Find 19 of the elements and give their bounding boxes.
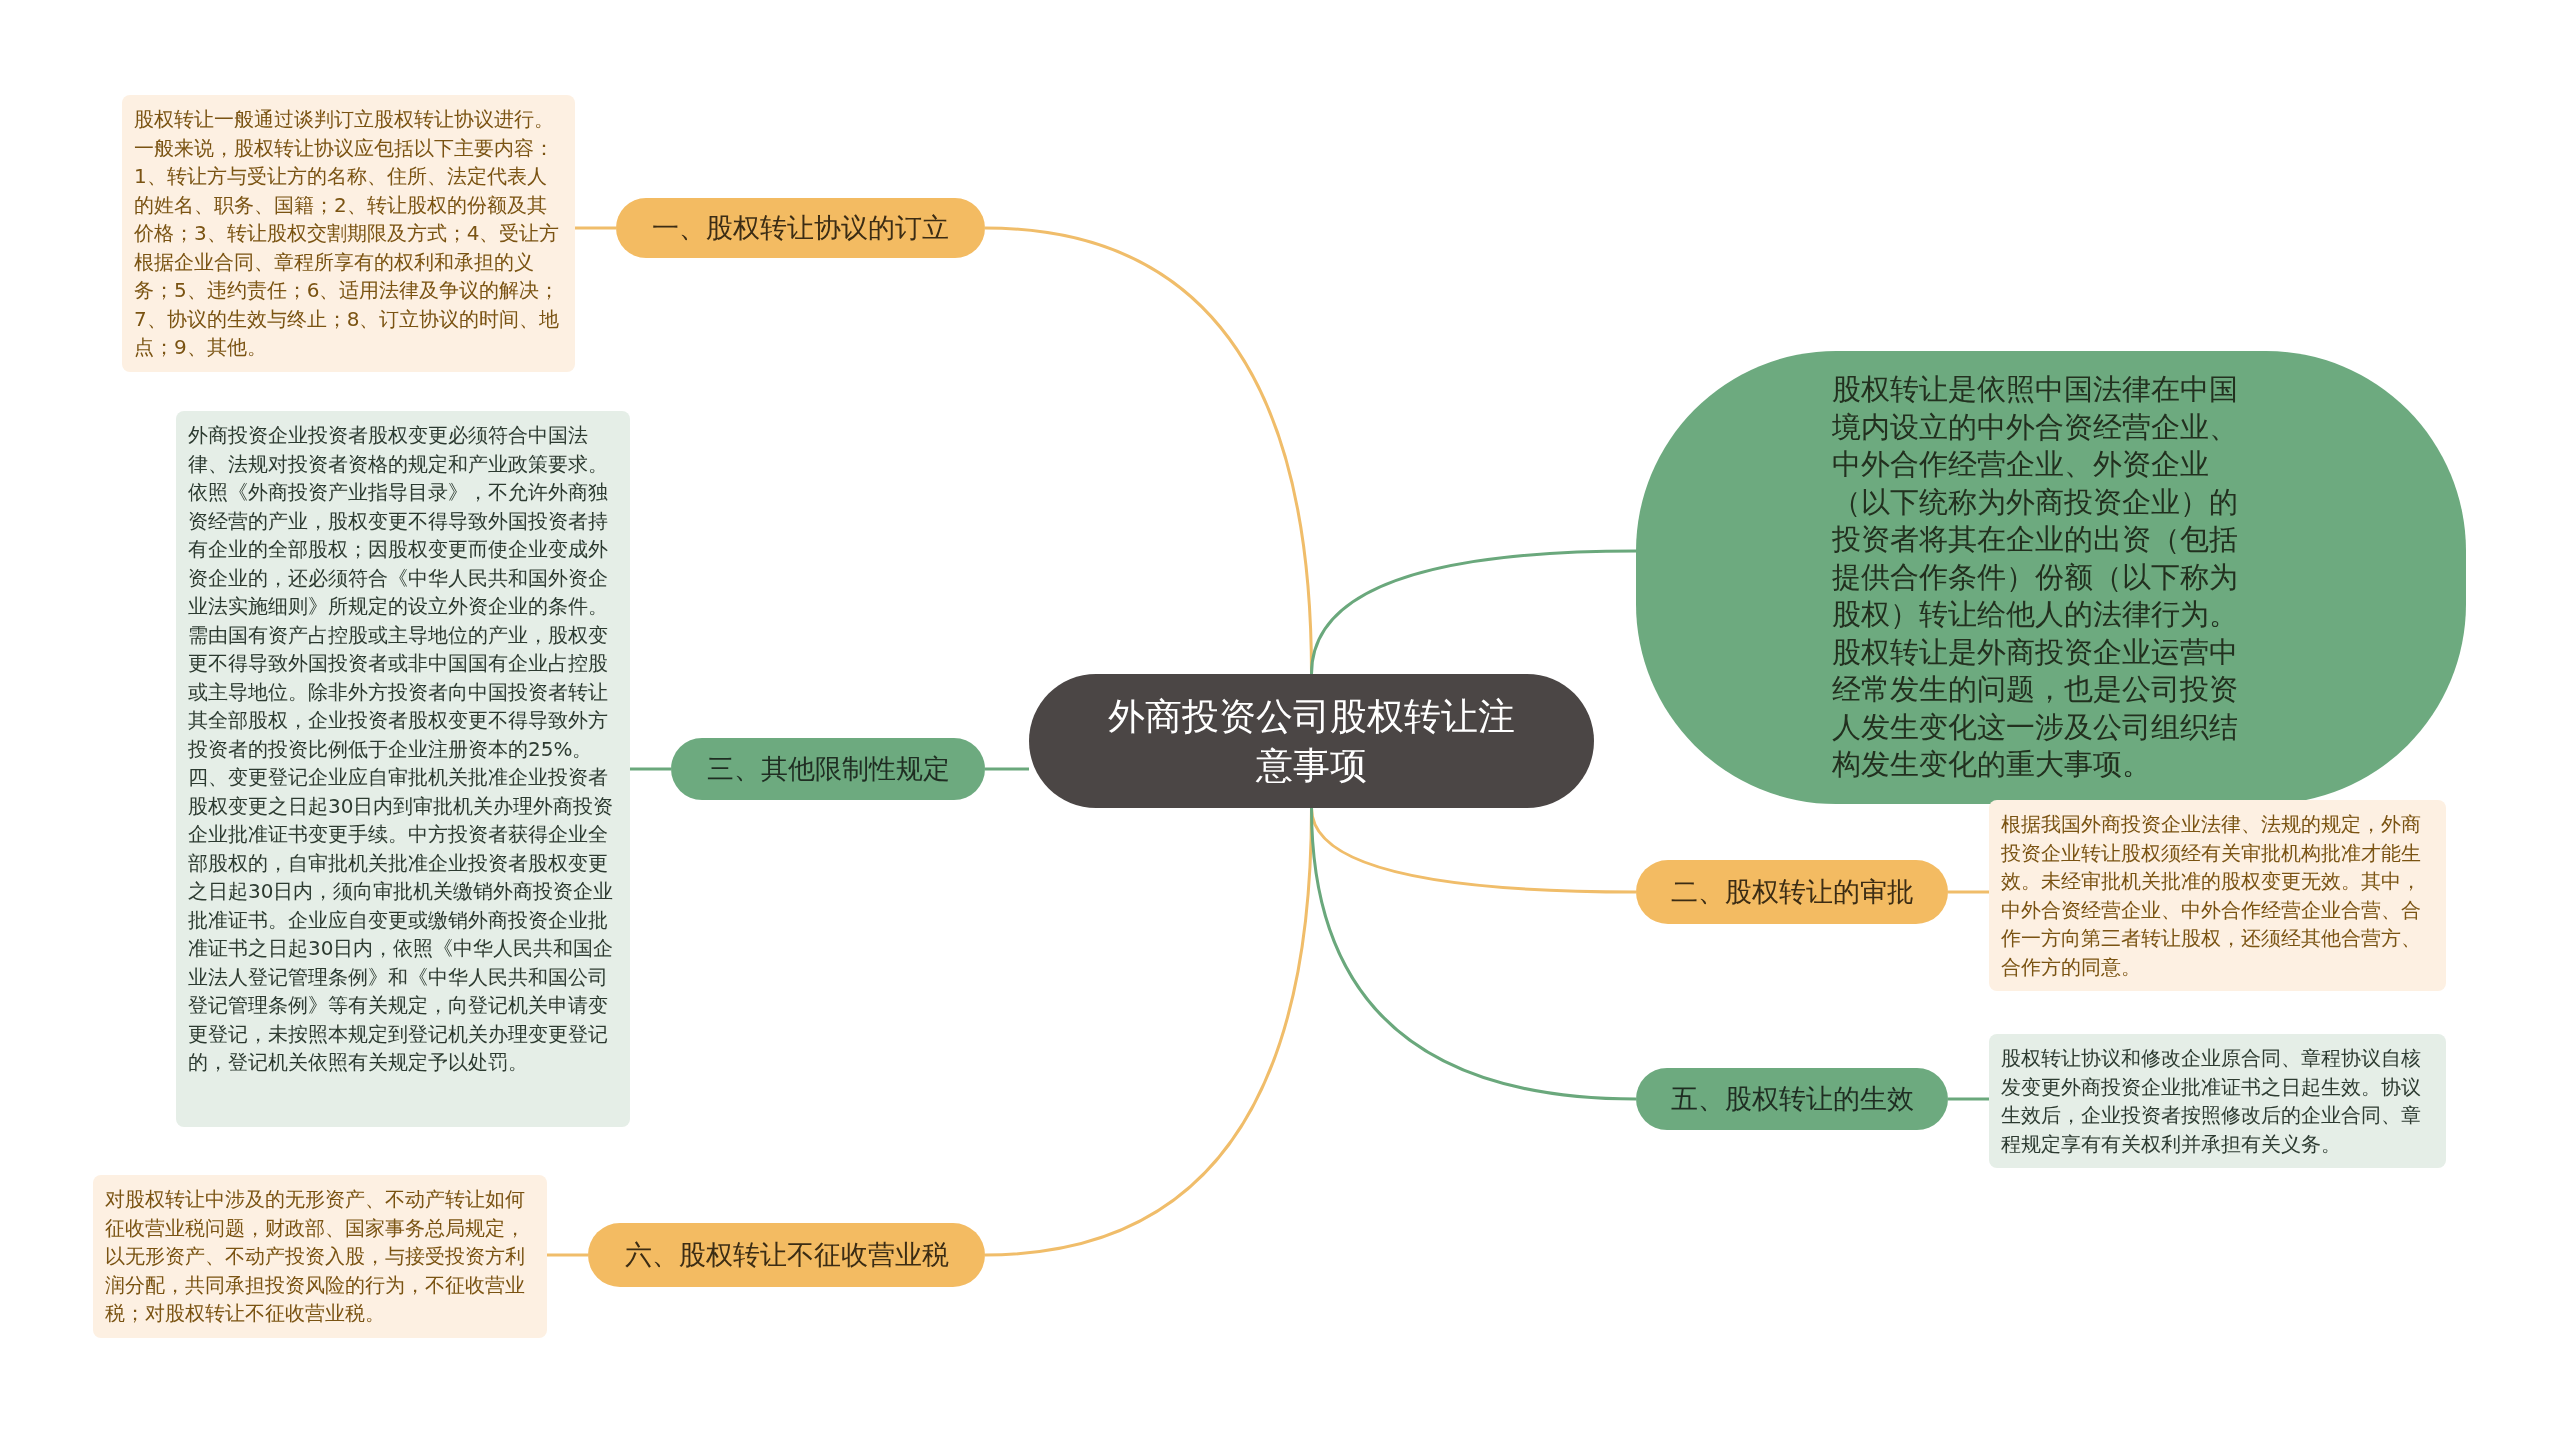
branch-topic: 五、股权转让的生效 [1636, 1068, 1948, 1130]
connector-line [985, 767, 1029, 771]
central-topic-pill: 外商投资公司股权转让注意事项 [1029, 674, 1594, 808]
note-card: 根据我国外商投资企业法律、法规的规定，外商投资企业转让股权须经有关审批机构批准才能生效。未经审批机关批准的股权变更无效。其中，中外合资经营企业、中外合作经营企业合营、合作一方向第三者转让股权，还须经其他合营方、合作方的同意。 [1989, 800, 2446, 991]
connector-line [575, 226, 616, 230]
branch-topic: 三、其他限制性规定 [671, 738, 985, 800]
connector-line [1310, 549, 1637, 675]
connector-line [1948, 890, 1989, 894]
branch-topic: 一、股权转让协议的订立 [616, 198, 985, 258]
connector-line [1948, 1097, 1989, 1101]
note-card: 外商投资企业投资者股权变更必须符合中国法律、法规对投资者资格的规定和产业政策要求。依照《外商投资产业指导目录》，不允许外商独资经营的产业，股权变更不得导致外国投资者持有企业的全部股权；因股权变更而使企业变成外资企业的，还必须符合《中华人民共和国外资企业法实施细则》所规定的设立外资企业的条件。需由国有资产占控股或主导地位的产业，股权变更不得导致外国投资者或非中国国有企业占控股或主导地位。除非外方投资者向中国投资者转让其全部股权，企业投资者股权变更不得导致外方投资者的投资比例低于企业注册资本的25%。四、变更登记企业应自审批机关批准企业投资者股权变更之日起30日内到审批机关办理外商投资企业批准证书变更手续。中方投资者获得企业全部股权的，自审批机关批准企业投资者股权变更之日起30日内，须向审批机关缴销外商投资企业批准证书。企业应自变更或缴销外商投资企业批准证书之日起30日内，依照《中华人民共和国企业法人登记管理条例》和《中华人民共和国公司登记管理条例》等有关规定，向登记机关申请变更登记，未按照本规定到登记机关办理变更登记的，登记机关依照有关规定予以处罚。 [176, 411, 630, 1127]
branch-topic: 六、股权转让不征收营业税 [588, 1223, 985, 1287]
branch-topic: 二、股权转让的审批 [1636, 860, 1948, 924]
connector-line [630, 767, 671, 771]
note-card: 对股权转让中涉及的无形资产、不动产转让如何征收营业税问题，财政部、国家事务总局规定，以无形资产、不动产投资入股，与接受投资方利润分配，共同承担投资风险的行为，不征收营业税；对股权转让不征收营业税。 [93, 1175, 547, 1338]
note-card: 股权转让一般通过谈判订立股权转让协议进行。一般来说，股权转让协议应包括以下主要内容：1、转让方与受让方的名称、住所、法定代表人的姓名、职务、国籍；2、转让股权的份额及其价格；3、转让股权交割期限及方式；4、受让方根据企业合同、章程所享有的权利和承担的义务；5、违约责任；6、适用法律及争议的解决；7、协议的生效与终止；8、订立协议的时间、地点；9、其他。 [122, 95, 575, 372]
connector-line [1310, 807, 1637, 1101]
note-card: 股权转让协议和修改企业原合同、章程协议自核发变更外商投资企业批准证书之日起生效。协议生效后，企业投资者按照修改后的企业合同、章程规定享有有关权利并承担有关义务。 [1989, 1034, 2446, 1168]
connector-line [547, 1253, 588, 1257]
